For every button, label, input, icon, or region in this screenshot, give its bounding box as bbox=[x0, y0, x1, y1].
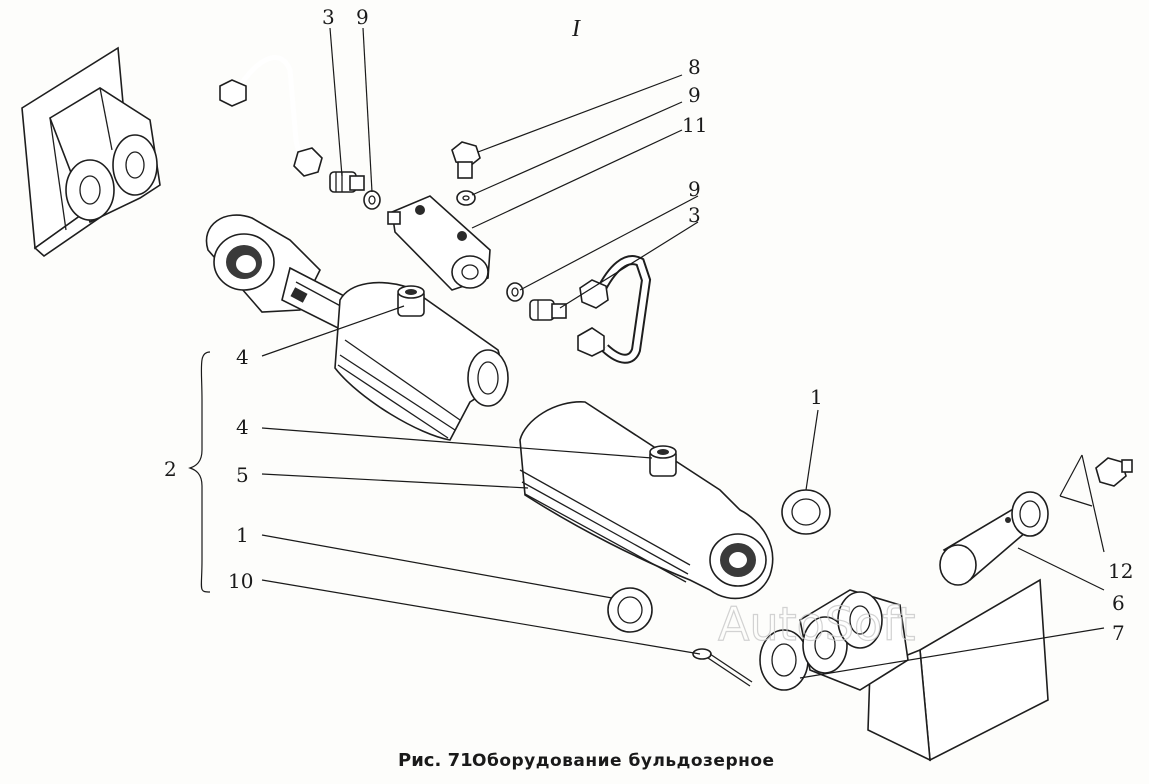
bolt-12 bbox=[1095, 457, 1133, 487]
caption-prefix: Рис. 71 bbox=[398, 750, 473, 771]
callout-8: 8 bbox=[688, 55, 701, 79]
union-fitting-3-top bbox=[329, 171, 365, 193]
callout-labels: I 3 9 8 9 11 9 3 4 2 4 5 1 10 1 12 6 7 bbox=[164, 5, 1133, 645]
cotter-pin-10 bbox=[692, 648, 753, 687]
callout-3-right: 3 bbox=[688, 203, 701, 227]
upper-hydraulic-pipe bbox=[219, 55, 323, 177]
view-label: I bbox=[571, 16, 581, 42]
callout-10: 10 bbox=[228, 569, 253, 593]
callout-9-top: 9 bbox=[356, 5, 369, 29]
washer-9-top bbox=[363, 190, 381, 210]
distributor-block-11 bbox=[387, 195, 491, 291]
cylinder-barrel-lower bbox=[519, 401, 774, 600]
callout-9-a: 9 bbox=[688, 83, 701, 107]
figure-caption: Рис. 71 Оборудование бульдозерное bbox=[398, 750, 775, 771]
callout-4-b: 4 bbox=[236, 415, 249, 439]
callout-7: 7 bbox=[1112, 621, 1125, 645]
callout-12: 12 bbox=[1108, 559, 1133, 583]
left-mounting-bracket bbox=[21, 46, 161, 258]
callout-9-b: 9 bbox=[688, 177, 701, 201]
union-fitting-3-right bbox=[529, 299, 567, 321]
caption-title: Оборудование бульдозерное bbox=[472, 751, 775, 771]
callout-6: 6 bbox=[1112, 591, 1125, 615]
callout-5: 5 bbox=[236, 463, 249, 487]
callout-1-right: 1 bbox=[810, 385, 823, 409]
cylinder-rod-end bbox=[205, 214, 353, 332]
callout-3-top: 3 bbox=[322, 5, 335, 29]
washer-9-mid bbox=[456, 190, 476, 206]
washer-9-right bbox=[506, 282, 524, 302]
leader-lines bbox=[188, 27, 1105, 679]
pivot-pin-6 bbox=[939, 491, 1049, 586]
callout-4-a: 4 bbox=[236, 345, 249, 369]
watermark: AutoSoft bbox=[718, 597, 916, 651]
callout-2: 2 bbox=[164, 457, 177, 481]
callout-1-left: 1 bbox=[236, 523, 249, 547]
washer-1-lower bbox=[607, 587, 653, 633]
washer-1-right bbox=[781, 489, 831, 535]
callout-11: 11 bbox=[682, 113, 707, 137]
looped-hydraulic-pipe bbox=[577, 255, 652, 364]
banjo-bolt-8 bbox=[451, 141, 481, 179]
cylinder-barrel-upper bbox=[334, 281, 509, 441]
